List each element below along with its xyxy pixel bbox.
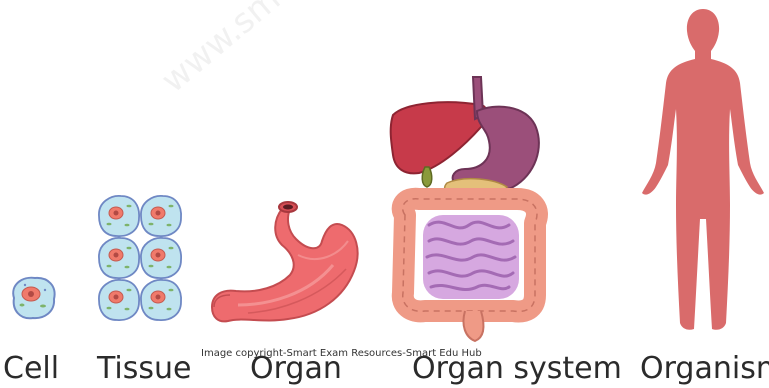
- tissue-cell: [99, 196, 139, 236]
- label-tissue: Tissue: [97, 350, 191, 388]
- single-cell: [13, 278, 54, 319]
- digestive-system-illustration: [385, 75, 555, 345]
- tissue-cell: [141, 280, 181, 320]
- tissue-cell: [141, 196, 181, 236]
- label-organ-system: Organ system: [412, 350, 622, 388]
- stomach-illustration: [208, 195, 368, 335]
- tissue-cell: [99, 280, 139, 320]
- tissue-cell: [141, 238, 181, 278]
- label-cell: Cell: [3, 350, 59, 388]
- label-organ: Organ: [250, 350, 342, 388]
- label-organism: Organism: [640, 350, 769, 388]
- tissue-cell: [99, 238, 139, 278]
- human-body-illustration: [638, 5, 768, 335]
- tissue-illustration: [95, 190, 195, 330]
